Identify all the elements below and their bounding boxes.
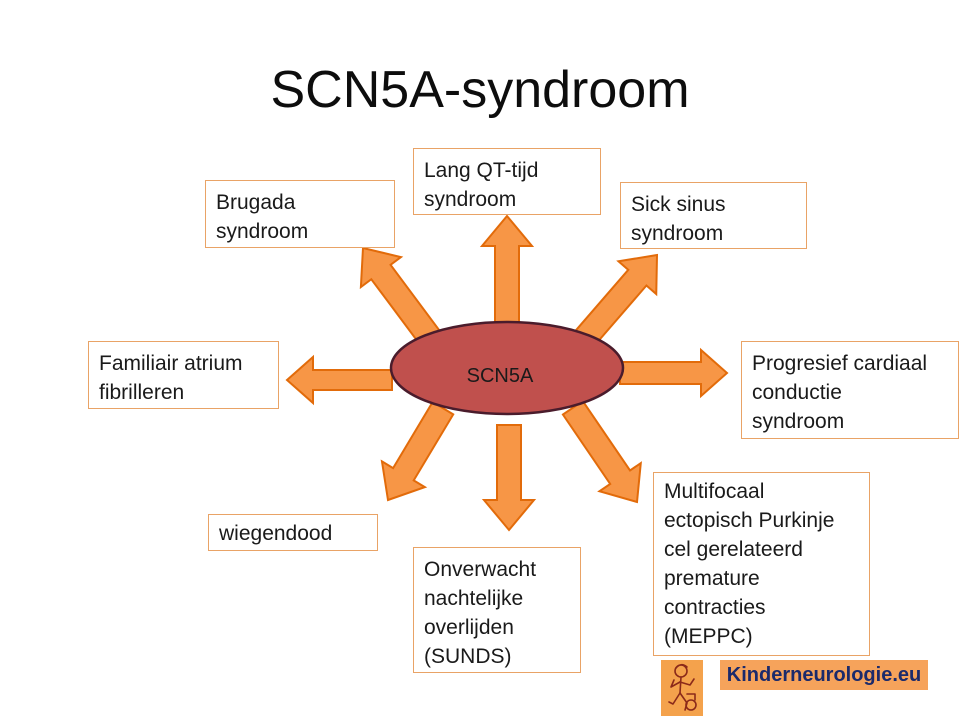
box-line: Progresief cardiaal	[752, 352, 928, 375]
box-line: syndroom	[631, 222, 724, 245]
box-line: Brugada	[216, 191, 296, 214]
box-line: syndroom	[752, 410, 845, 433]
arrow-onverwacht	[481, 424, 537, 532]
center-ellipse	[389, 320, 625, 416]
box-line: ectopisch Purkinje	[664, 509, 835, 532]
box-line: fibrilleren	[99, 381, 185, 404]
page-title: SCN5A-syndroom	[270, 61, 690, 119]
box-line: Onverwacht	[424, 558, 537, 581]
arrow-wiegendood	[380, 400, 455, 502]
box-line: nachtelijke	[424, 587, 524, 610]
box-line: premature	[664, 567, 760, 590]
box-brugada-syndroom: Brugada syndroom	[205, 180, 395, 248]
box-line: Familiair atrium	[99, 352, 243, 375]
box-line: contracties	[664, 596, 766, 619]
arrow-lang-qt	[479, 214, 535, 326]
box-line: syndroom	[424, 188, 517, 211]
arrow-meppc	[561, 399, 642, 504]
arrow-familiair	[285, 354, 393, 406]
box-familiair-atrium-fibrilleren: Familiair atrium fibrilleren	[88, 341, 279, 409]
box-line: Sick sinus	[631, 193, 726, 216]
box-line: wiegendood	[219, 522, 333, 545]
box-line: overlijden	[424, 616, 514, 639]
box-line: (MEPPC)	[664, 625, 753, 648]
box-meppc: Multifocaal ectopisch Purkinje cel gerel…	[653, 472, 870, 656]
box-line: syndroom	[216, 220, 309, 243]
logo-text: Kinderneurologie.eu	[720, 660, 928, 690]
box-line: Lang QT-tijd	[424, 159, 539, 182]
box-line: conductie	[752, 381, 842, 404]
box-line: (SUNDS)	[424, 645, 512, 668]
box-wiegendood: wiegendood	[208, 514, 378, 551]
box-lang-qt-syndroom: Lang QT-tijd syndroom	[413, 148, 601, 215]
box-line: Multifocaal	[664, 480, 765, 503]
child-figure-icon	[661, 660, 703, 716]
arrows	[285, 214, 729, 532]
arrow-progresief	[619, 347, 729, 399]
box-progresief-cardiaal-conductie-syndroom: Progresief cardiaal conductie syndroom	[741, 341, 959, 439]
box-onverwacht-nachtelijke-overlijden: Onverwacht nachtelijke overlijden (SUNDS…	[413, 547, 581, 673]
center-label: SCN5A	[467, 365, 534, 387]
box-sick-sinus-syndroom: Sick sinus syndroom	[620, 182, 807, 249]
box-line: cel gerelateerd	[664, 538, 803, 561]
